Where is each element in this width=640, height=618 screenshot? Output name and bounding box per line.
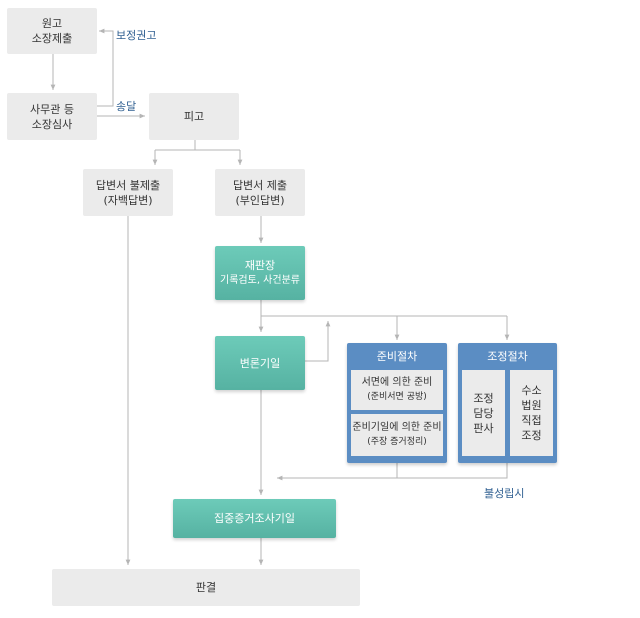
mediation-court-box: 수소 법원 직접 조정: [510, 370, 553, 456]
arrow-correction-loop: [97, 28, 114, 107]
judgment-box: 판결: [52, 569, 360, 606]
prep-procedure-title: 준비절차: [376, 350, 418, 363]
defendant-label: 피고: [183, 110, 205, 123]
plaintiff-filing-line1: 원고: [41, 17, 63, 30]
defendant-box: 피고: [149, 93, 239, 140]
judge-line2: 기록검토, 사건분류: [220, 275, 300, 286]
mediation-judge-line1: 조정: [473, 391, 494, 405]
failure-label: 불성립시: [484, 487, 525, 500]
arrow-procedures-return: [277, 463, 508, 478]
judge-line1: 재판장: [244, 259, 276, 272]
judge-box: 재판장 기록검토, 사건분류: [215, 246, 305, 300]
connector-judge-branch: [260, 300, 507, 317]
prep-written-box: 서면에 의한 준비 (준비서면 공방): [351, 370, 443, 410]
evidence-date-label: 집중증거조사기일: [214, 512, 295, 525]
pleading-date-box: 변론기일: [215, 336, 305, 390]
prep-written-line1: 서면에 의한 준비: [361, 377, 433, 388]
no-answer-box: 답변서 불제출 (자백답변): [83, 169, 173, 216]
pleading-date-label: 변론기일: [239, 356, 281, 370]
mediation-judge-box: 조정 담당 판사: [462, 370, 505, 456]
answer-filed-line1: 답변서 제출: [232, 178, 288, 192]
prep-procedure-panel: 준비절차 서면에 의한 준비 (준비서면 공방) 준비기일에 의한 준비 (주장…: [347, 343, 447, 463]
prep-date-line1: 준비기일에 의한 준비: [352, 422, 442, 433]
mediation-procedure-title: 조정절차: [487, 350, 528, 363]
answer-filed-line2: (부인답변): [235, 193, 285, 207]
clerk-review-line2: 소장심사: [31, 117, 73, 131]
plaintiff-filing-box: 원고 소장제출: [7, 8, 97, 54]
mediation-judge-line2: 담당: [473, 406, 494, 420]
connector-defendant-split: [155, 140, 240, 151]
prep-date-line2: (주장 증거정리): [367, 437, 427, 447]
mediation-procedure-panel: 조정절차 조정 담당 판사 수소 법원 직접 조정: [458, 343, 557, 463]
answer-filed-box: 답변서 제출 (부인답변): [215, 169, 305, 216]
arrow-pleading-loop: [305, 321, 331, 362]
prep-date-box: 준비기일에 의한 준비 (주장 증거정리): [351, 414, 443, 456]
mediation-judge-line3: 판사: [473, 421, 494, 435]
no-answer-line2: (자백답변): [103, 193, 153, 207]
plaintiff-filing-line2: 소장제출: [31, 32, 73, 45]
mediation-court-line3: 직접: [521, 414, 542, 427]
judgment-label: 판결: [195, 581, 217, 594]
mediation-court-line1: 수소: [521, 384, 542, 397]
evidence-date-box: 집중증거조사기일: [173, 499, 336, 538]
clerk-review-line1: 사무관 등: [30, 102, 74, 116]
no-answer-line1: 답변서 불제출: [95, 178, 161, 192]
mediation-court-line2: 법원: [521, 399, 542, 412]
clerk-review-box: 사무관 등 소장심사: [7, 93, 97, 140]
mediation-court-line4: 조정: [521, 429, 542, 442]
service-label: 송달: [116, 100, 137, 113]
prep-written-line2: (준비서면 공방): [367, 392, 427, 402]
correction-label: 보정권고: [116, 29, 157, 42]
